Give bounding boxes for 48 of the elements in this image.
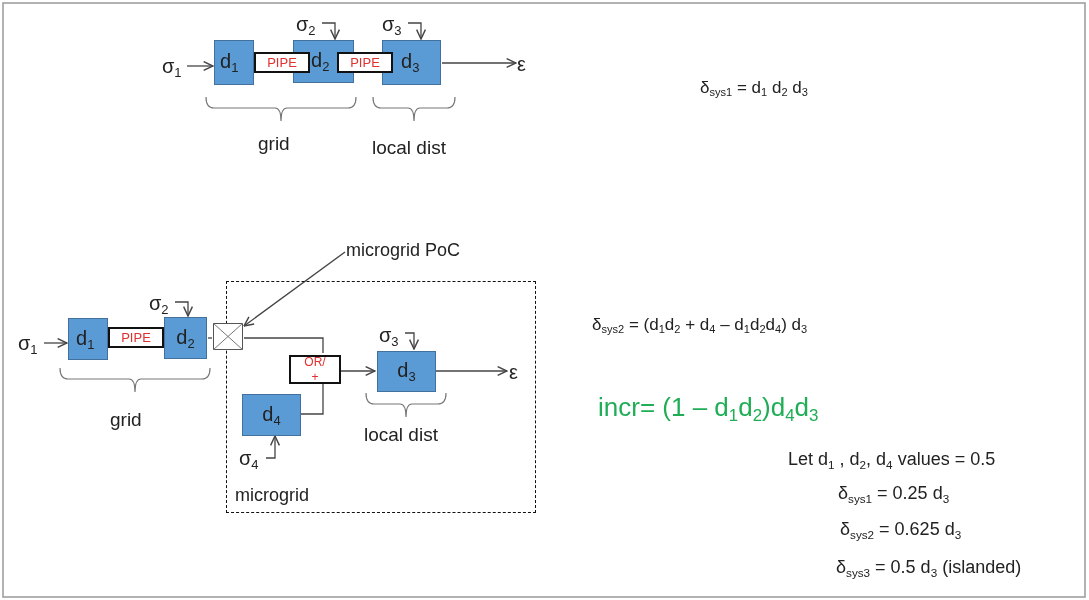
note-text: Let d$_{1}$ , d$_{2}$, d$_{4}$ values = 0.5 [788,450,996,471]
connector-arrow [404,332,420,350]
formula-text: δ$_{sys1}$ = d$_{1}$ d$_{2}$ d$_{3}$ [700,79,808,99]
process-block: d$_{2}$ [164,317,207,359]
brace-label: grid [110,410,142,429]
symbol-label: σ$_{1}$ [18,332,43,356]
connector-arrow [340,365,376,377]
pipe-box: PIPE [254,52,310,73]
connector-arrow [174,301,194,317]
connector-arrow [407,22,427,40]
formula-text: δ$_{sys1}$ = 0.25 d$_{3}$ [838,484,950,505]
process-block: d$_{4}$ [242,394,301,436]
connector-arrow [441,57,517,69]
connector-arrow [186,60,214,72]
process-block: d$_{3}$ [382,40,441,85]
connector-arrow [435,365,508,377]
symbol-label: σ$_{2}$ [149,292,174,316]
symbol-label: σ$_{1}$ [162,55,186,79]
symbol-label: ε [509,360,525,384]
formula-text: incr= (1 – d$_{1}$d$_{2}$)d$_{4}$d$_{3}$ [598,394,819,425]
brace-label: local dist [372,138,446,157]
or-gate-box: OR/ + [289,355,341,384]
symbol-label: ε [517,52,533,76]
callout-text: microgrid PoC [346,238,484,262]
symbol-label: σ$_{3}$ [382,13,407,37]
process-block: d$_{1}$ [214,40,254,85]
process-block: d$_{3}$ [377,351,436,392]
group-title: microgrid [235,486,309,504]
crossed-box [213,323,243,350]
brace-label: grid [258,134,290,153]
formula-text: δ$_{sys2}$ = 0.625 d$_{3}$ [840,520,962,541]
brace-label: local dist [364,425,438,444]
pipe-box: PIPE [108,327,164,348]
leader-arrow [243,251,346,327]
symbol-label: σ$_{3}$ [379,324,405,348]
connector-line [300,383,324,415]
connector-arrow [43,337,68,349]
connector-arrow [321,22,341,40]
connector-line [207,337,213,339]
pipe-box: PIPE [337,52,393,73]
process-block: d$_{1}$ [68,318,108,360]
formula-text: δ$_{sys2}$ = (d$_{1}$d$_{2}$ + d$_{4}$ – d$_{1}$d$_{2}$d$_{4}$) d$_{3}$ [592,316,808,336]
formula-text: δ$_{sys3}$ = 0.5 d$_{3}$ (islanded) [836,558,1022,579]
symbol-label: σ$_{4}$ [239,447,266,471]
connector-arrow [265,435,281,459]
symbol-label: σ$_{2}$ [296,13,321,37]
dashed-boundary [226,281,536,513]
connector-line [243,337,324,354]
